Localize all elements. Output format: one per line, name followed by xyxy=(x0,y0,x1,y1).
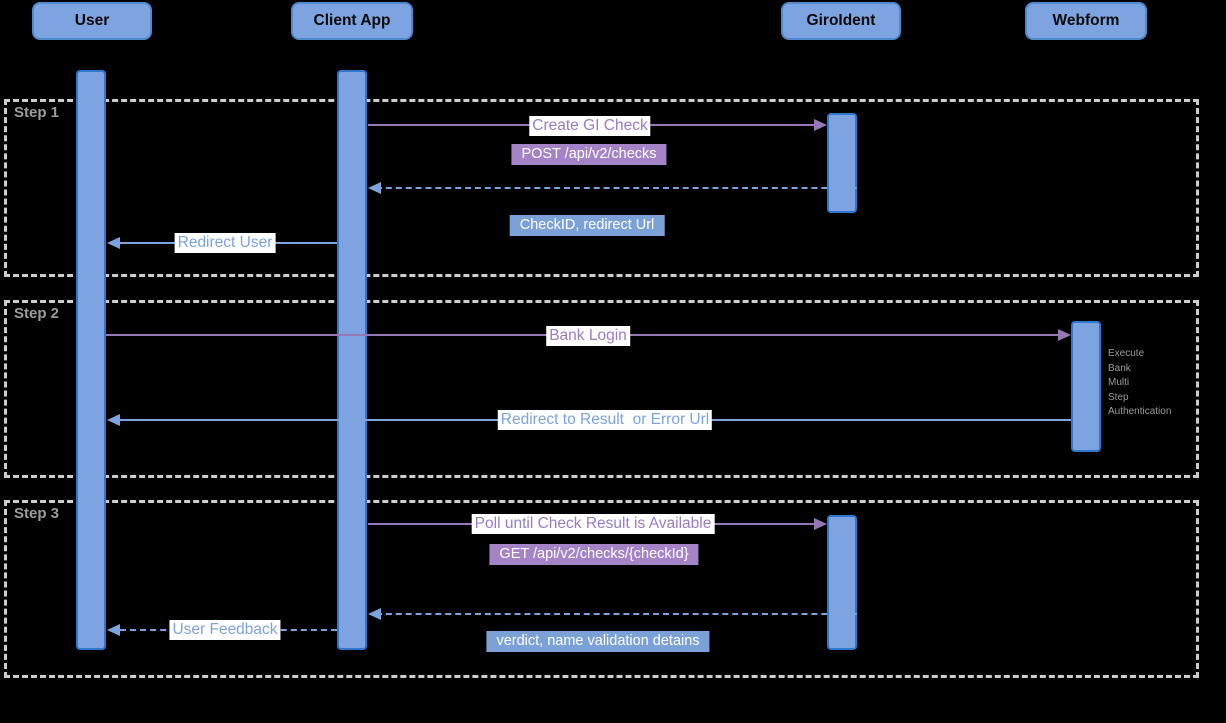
redirect-user-arrowhead-icon xyxy=(107,237,120,249)
step1-frame xyxy=(4,99,1199,277)
user-activation-bar xyxy=(76,70,106,650)
redirect-result-arrowhead-icon xyxy=(107,414,120,426)
create-check-label: Create GI Check xyxy=(529,116,651,136)
client-app-activation-bar xyxy=(337,70,367,650)
poll-check-arrowhead-icon xyxy=(814,518,827,530)
step3-frame xyxy=(4,500,1199,678)
actor-client-app: Client App xyxy=(291,2,413,40)
user-feedback-arrowhead-icon xyxy=(107,624,120,636)
webform-activation-bar xyxy=(1071,321,1101,452)
bank-login-label: Bank Login xyxy=(546,326,630,346)
actor-webform: Webform xyxy=(1025,2,1147,40)
poll-check-label: Poll until Check Result is Available xyxy=(471,514,715,534)
redirect-result-label: Redirect to Result or Error Url xyxy=(497,410,713,430)
user-feedback-label: User Feedback xyxy=(169,620,281,640)
step2-label: Step 2 xyxy=(14,305,60,322)
webform-auth-note-line: Execute xyxy=(1108,348,1145,359)
checkid-return-arrow-line xyxy=(376,187,857,189)
actor-giroident: GiroIdent xyxy=(781,2,901,40)
actor-user: User xyxy=(32,2,152,40)
bank-login-arrowhead-icon xyxy=(1058,329,1071,341)
poll-check-api-badge: GET /api/v2/checks/{checkId} xyxy=(489,544,699,565)
step2-frame xyxy=(4,300,1199,478)
verdict-return-arrow-line xyxy=(376,613,857,615)
checkid-return-arrowhead-icon xyxy=(368,182,381,194)
webform-auth-note-line: Authentication xyxy=(1108,406,1172,417)
webform-auth-note-line: Multi xyxy=(1108,377,1130,388)
create-check-arrowhead-icon xyxy=(814,119,827,131)
webform-auth-note-line: Bank xyxy=(1108,362,1131,374)
checkid-payload-badge: CheckID, redirect Url xyxy=(509,215,665,236)
redirect-user-label: Redirect User xyxy=(174,233,276,253)
step3-label: Step 3 xyxy=(14,505,60,522)
verdict-return-arrowhead-icon xyxy=(368,608,381,620)
webform-auth-note-line: Step xyxy=(1108,391,1129,403)
verdict-payload-badge: verdict, name validation detains xyxy=(486,631,710,652)
giroident-activation-bar-step3 xyxy=(827,515,857,650)
webform-auth-note: Execute Bank Multi Step Authentication xyxy=(1108,347,1171,420)
step1-label: Step 1 xyxy=(14,104,60,121)
create-check-api-badge: POST /api/v2/checks xyxy=(511,144,667,165)
giroident-activation-bar-step1 xyxy=(827,113,857,213)
